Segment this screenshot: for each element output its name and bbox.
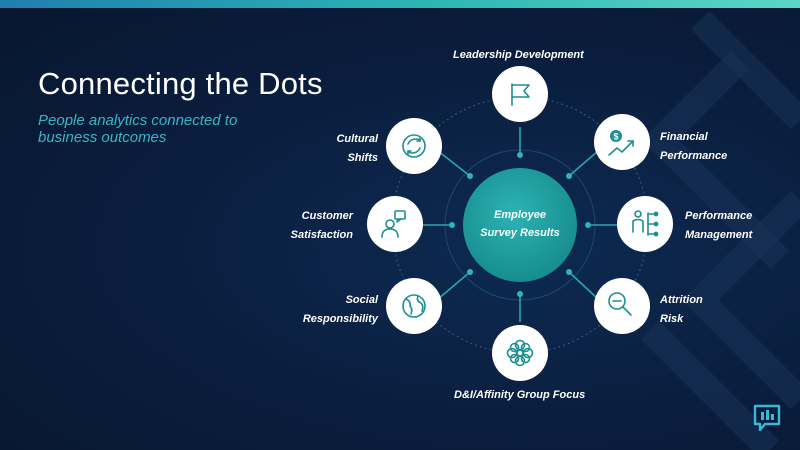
center-label-line1: Employee — [494, 209, 546, 221]
top-accent-bar — [0, 0, 800, 8]
node-social — [386, 278, 442, 334]
connector-lines — [423, 127, 617, 322]
label-cultural-line2: Shifts — [347, 152, 378, 164]
magnifier-minus-icon — [608, 292, 632, 316]
brand-logo-icon — [753, 404, 781, 432]
label-customer-line2: Satisfaction — [290, 229, 353, 241]
node-performance — [617, 196, 673, 252]
label-performance: Performance Management — [685, 207, 752, 245]
flower-network-icon — [506, 339, 534, 367]
refresh-arrows-icon — [402, 134, 426, 158]
center-hub — [463, 168, 577, 282]
label-social: Social Responsibility — [300, 291, 378, 329]
label-attrition-line1: Attrition — [660, 294, 703, 306]
label-cultural: Cultural Shifts — [310, 130, 378, 168]
center-label-line2: Survey Results — [480, 227, 560, 239]
label-performance-line1: Performance — [685, 210, 753, 222]
flag-icon — [511, 83, 530, 106]
label-cultural-line1: Cultural — [336, 133, 378, 145]
label-financial: Financial Performance — [660, 128, 727, 166]
node-financial — [594, 114, 650, 170]
label-leadership: Leadership Development — [453, 49, 584, 61]
globe-icon — [402, 294, 426, 318]
slide-title: Connecting the Dots — [38, 66, 323, 101]
node-attrition — [594, 278, 650, 334]
label-attrition-line2: Risk — [660, 313, 684, 325]
node-customer — [367, 196, 423, 252]
node-leadership — [492, 66, 548, 122]
label-attrition: Attrition Risk — [660, 291, 703, 329]
node-dei — [492, 325, 548, 381]
slide-subtitle: People analytics connected to business o… — [38, 112, 238, 146]
label-financial-line2: Performance — [660, 150, 728, 162]
label-financial-line1: Financial — [660, 131, 708, 143]
node-cultural — [386, 118, 442, 174]
label-social-line1: Social — [345, 294, 378, 306]
connector-dots — [449, 152, 591, 297]
label-performance-line2: Management — [685, 229, 753, 241]
label-customer-line1: Customer — [301, 210, 353, 222]
money-growth-icon: $ — [608, 130, 634, 156]
svg-text:$: $ — [613, 132, 618, 142]
label-social-line2: Responsibility — [302, 313, 378, 325]
label-customer: Customer Satisfaction — [270, 207, 353, 245]
person-speech-icon — [381, 210, 406, 238]
label-dei: D&I/Affinity Group Focus — [454, 389, 586, 401]
center-hub-label: Employee Survey Results — [465, 206, 575, 242]
person-org-chart-icon — [632, 210, 659, 237]
